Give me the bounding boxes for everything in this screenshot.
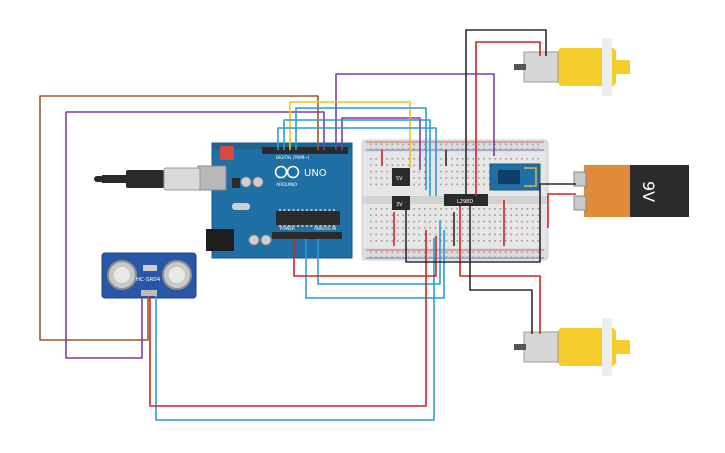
- crystal: [232, 203, 250, 210]
- digital-header-label: DIGITAL (PWM~): [276, 155, 310, 160]
- wire-red[interactable]: [459, 206, 541, 334]
- wire-black[interactable]: [465, 29, 547, 196]
- wire-blue[interactable]: [283, 119, 431, 196]
- wire-purple[interactable]: [335, 73, 495, 156]
- capacitor: [248, 234, 260, 246]
- battery-label: 9V: [639, 181, 658, 202]
- wire-blue[interactable]: [305, 230, 445, 299]
- wifi-module[interactable]: [489, 163, 541, 191]
- analog-header-label: ANALOG IN: [314, 226, 336, 231]
- wire-purple[interactable]: [65, 111, 325, 359]
- power-header-label: POWER: [280, 226, 295, 231]
- wire-black[interactable]: [469, 206, 533, 334]
- motor-driver-ic[interactable]: L298D: [444, 194, 488, 206]
- wire-red[interactable]: [547, 193, 576, 228]
- reset-button[interactable]: [220, 146, 234, 160]
- capacitor: [252, 176, 264, 188]
- power-analog-header[interactable]: [272, 232, 342, 239]
- usb-port[interactable]: [197, 165, 227, 191]
- arduino-uno[interactable]: UNO ARDUINO DIGITAL (PWM~) POWER ANALOG …: [197, 142, 353, 259]
- wire-blue[interactable]: [155, 238, 435, 421]
- capacitor: [240, 176, 252, 188]
- regulator-5v[interactable]: 5V: [392, 168, 410, 186]
- battery-9v[interactable]: 9V: [573, 165, 689, 217]
- regulator-5v-label: 5V: [396, 176, 403, 182]
- wire-red[interactable]: [475, 41, 541, 196]
- dc-motor-bottom[interactable]: [514, 318, 630, 376]
- wire-blue[interactable]: [295, 107, 427, 190]
- icsp-header: [232, 178, 240, 188]
- ultrasonic-sensor[interactable]: HC-SR04: [101, 252, 197, 299]
- atmega-chip: [276, 211, 340, 225]
- wire-blue[interactable]: [277, 127, 437, 196]
- regulator-3v[interactable]: 3V: [392, 196, 410, 210]
- regulator-3v-label: 3V: [396, 202, 403, 208]
- arduino-logo-icon: [274, 165, 300, 179]
- arduino-model-label: UNO: [304, 168, 327, 179]
- power-jack[interactable]: [206, 229, 234, 251]
- dc-motor-top[interactable]: [514, 38, 630, 96]
- wire-black[interactable]: [405, 183, 576, 263]
- wires: [39, 29, 576, 421]
- sensor-label: HC-SR04: [136, 277, 161, 283]
- wire-red[interactable]: [149, 230, 427, 407]
- digital-header[interactable]: [262, 147, 348, 154]
- wire-blue[interactable]: [317, 220, 441, 285]
- capacitor: [260, 234, 272, 246]
- wire-brown[interactable]: [39, 95, 319, 341]
- usb-cable[interactable]: [94, 167, 201, 191]
- motor-driver-label: L298D: [457, 199, 473, 205]
- wire-red[interactable]: [293, 236, 437, 277]
- wire-purple[interactable]: [341, 117, 421, 170]
- arduino-brand-label: ARDUINO: [276, 182, 298, 188]
- wire-yellow[interactable]: [289, 101, 411, 168]
